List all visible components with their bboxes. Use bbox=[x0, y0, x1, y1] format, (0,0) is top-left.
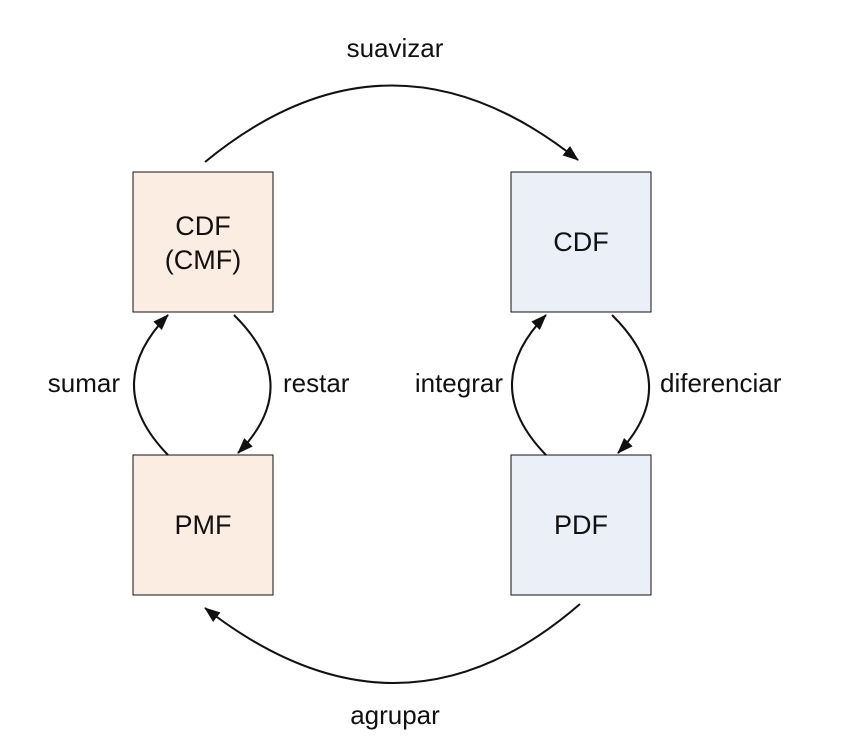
arrow-smooth bbox=[204, 84, 579, 163]
node-cdf-discrete-label-line2: (CMF) bbox=[165, 245, 241, 275]
node-cdf-continuous: CDF bbox=[510, 171, 652, 313]
node-cdf-discrete: CDF (CMF) bbox=[132, 171, 274, 313]
edge-label-smooth: suavizar bbox=[347, 33, 444, 63]
node-cdf-discrete-box bbox=[132, 171, 274, 313]
arrow-sum bbox=[133, 314, 169, 456]
node-pmf: PMF bbox=[132, 454, 274, 596]
node-cdf-discrete-label-line1: CDF bbox=[175, 211, 231, 241]
arrow-bin bbox=[204, 603, 581, 684]
arrow-difference bbox=[233, 314, 272, 454]
edge-label-bin: agrupar bbox=[350, 700, 440, 730]
arrow-differentiate bbox=[611, 314, 650, 454]
node-pdf: PDF bbox=[510, 454, 652, 596]
node-pmf-box bbox=[132, 454, 274, 596]
edge-label-difference: restar bbox=[283, 368, 350, 398]
edge-label-sum: sumar bbox=[48, 368, 121, 398]
node-pmf-label: PMF bbox=[175, 510, 232, 540]
node-pdf-label: PDF bbox=[554, 510, 608, 540]
edge-label-differentiate: diferenciar bbox=[660, 368, 782, 398]
node-cdf-continuous-box bbox=[510, 171, 652, 313]
node-cdf-continuous-label: CDF bbox=[553, 227, 609, 257]
arrow-integrate bbox=[511, 314, 547, 456]
edge-label-integrate: integrar bbox=[415, 368, 503, 398]
node-pdf-box bbox=[510, 454, 652, 596]
